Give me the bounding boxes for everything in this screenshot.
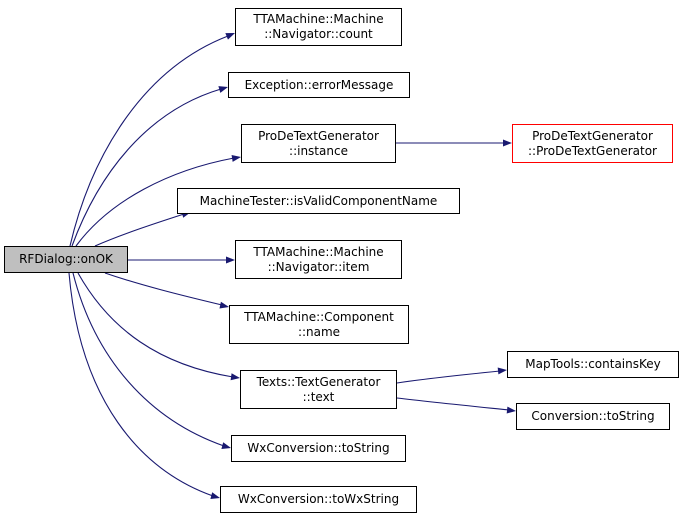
edge-arrowhead: [230, 373, 240, 381]
node-label-line: ::Navigator::item: [267, 259, 370, 274]
edge-arrowhead: [497, 367, 507, 375]
node-wxconversion-towxstring[interactable]: WxConversion::toWxString: [220, 486, 417, 513]
node-label-line: TTAMachine::Component: [244, 309, 394, 324]
node-label-line: ProDeTextGenerator: [532, 128, 653, 143]
edge-onok-towxstring: [68, 272, 220, 500]
edge-onok-wxtostring: [72, 272, 231, 450]
node-label-line: ::name: [297, 324, 341, 339]
node-navigator-item[interactable]: TTAMachine::Machine ::Navigator::item: [235, 240, 402, 279]
node-label-line: Conversion::toString: [531, 409, 655, 423]
node-machinetester-isvalidcomponentname[interactable]: MachineTester::isValidComponentName: [177, 188, 460, 214]
edge-arrowhead: [503, 139, 512, 147]
edge-arrowhead: [225, 33, 235, 40]
node-conversion-tostring[interactable]: Conversion::toString: [516, 403, 670, 430]
edge-arrowhead: [231, 154, 241, 162]
edge-arrowhead: [219, 301, 229, 309]
edge-onok-count: [69, 33, 235, 247]
node-label-line: ::instance: [289, 143, 348, 158]
node-wxconversion-tostring[interactable]: WxConversion::toString: [231, 435, 406, 462]
node-label-line: TTAMachine::Machine: [253, 244, 384, 259]
node-label-line: ::text: [302, 389, 335, 404]
node-label-line: Texts::TextGenerator: [256, 374, 381, 389]
edge-instance-ctor: [396, 139, 512, 147]
node-label-line: MachineTester::isValidComponentName: [199, 193, 438, 208]
edge-onok-compname: [104, 272, 229, 309]
node-maptools-containskey[interactable]: MapTools::containsKey: [507, 351, 679, 378]
node-label-line: ProDeTextGenerator: [258, 128, 379, 143]
edge-onok-instance: [75, 154, 241, 247]
edge-arrowhead: [506, 406, 516, 414]
node-label-line: RFDialog::onOK: [19, 252, 113, 266]
node-exception-errormessage[interactable]: Exception::errorMessage: [228, 72, 410, 98]
edge-text-containskey: [396, 367, 507, 384]
node-label-line: WxConversion::toString: [247, 441, 390, 455]
node-navigator-count[interactable]: TTAMachine::Machine ::Navigator::count: [235, 8, 402, 46]
node-label-line: Exception::errorMessage: [244, 77, 394, 92]
edge-arrowhead: [221, 442, 231, 450]
node-label-line: ::Navigator::count: [264, 27, 373, 41]
edge-text-tostring: [396, 397, 516, 414]
node-label-line: MapTools::containsKey: [525, 357, 661, 371]
node-label-line: ::ProDeTextGenerator: [528, 143, 657, 158]
edge-arrowhead: [226, 256, 235, 264]
edge-arrowhead: [210, 492, 220, 500]
edge-onok-item: [128, 256, 235, 264]
node-rfdialog-onok: RFDialog::onOK: [4, 246, 128, 273]
edge-arrowhead: [218, 86, 228, 93]
node-prodetextgenerator-constructor[interactable]: ProDeTextGenerator ::ProDeTextGenerator: [512, 124, 673, 163]
node-component-name[interactable]: TTAMachine::Component ::name: [229, 305, 409, 344]
node-label-line: WxConversion::toWxString: [237, 492, 400, 506]
edge-onok-isvalid: [94, 210, 191, 247]
node-prodetextgenerator-instance[interactable]: ProDeTextGenerator ::instance: [241, 124, 396, 163]
edge-onok-text: [77, 272, 240, 381]
edge-onok-errormessage: [71, 86, 228, 247]
node-textgenerator-text[interactable]: Texts::TextGenerator ::text: [240, 370, 397, 409]
node-label-line: TTAMachine::Machine: [253, 12, 384, 26]
